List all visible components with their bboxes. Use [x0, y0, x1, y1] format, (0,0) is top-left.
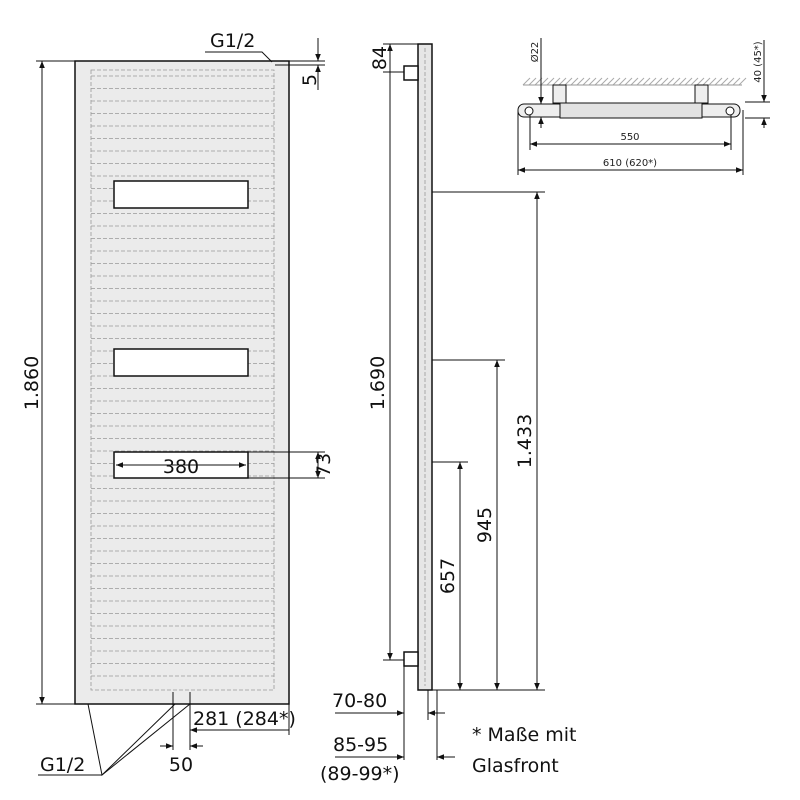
top-valve	[403, 65, 419, 81]
pipe-diameter-label: Ø22	[529, 42, 541, 63]
hatch-line	[720, 77, 729, 86]
hatch-line	[678, 77, 687, 86]
hatch-line	[606, 77, 615, 86]
total-width-label: 610 (620*)	[603, 158, 657, 169]
hatch-line	[558, 77, 567, 86]
plan-view: Ø22 40 (45*) 550 610 (620*)	[517, 38, 770, 175]
hatch-line	[564, 77, 573, 86]
hatch-line	[540, 77, 549, 86]
hatch-line	[648, 77, 657, 86]
radiator-body	[74, 60, 290, 705]
opening-width-label: 380	[163, 456, 199, 478]
hatch-line	[618, 77, 627, 86]
opening-2	[113, 348, 249, 377]
hatch-line	[660, 77, 669, 86]
connection-spacing-label: 50	[169, 754, 193, 776]
level-1-label: 1.433	[514, 414, 536, 468]
hatch-line	[528, 77, 537, 86]
top-offset-side-label: 84	[369, 46, 391, 70]
hatch-line	[690, 77, 699, 86]
connection-offset-label: 281 (284*)	[193, 708, 296, 730]
hatch-line	[666, 77, 675, 86]
hatch-line	[576, 77, 585, 86]
hatch-line	[588, 77, 597, 86]
hatch-line	[684, 77, 693, 86]
hatch-line	[696, 77, 705, 86]
depth-2-label: 85-95	[333, 734, 388, 756]
hatch-line	[636, 77, 645, 86]
hatch-line	[594, 77, 603, 86]
hatch-line	[708, 77, 717, 86]
hatch-line	[726, 77, 735, 86]
wall-distance-label: 40 (45*)	[753, 41, 764, 83]
inner-outline	[90, 69, 275, 691]
depth-1-label: 70-80	[332, 690, 387, 712]
footnote-line-2: Glasfront	[472, 755, 559, 777]
hatch-line	[612, 77, 621, 86]
front-view: 380 73 1.860 G1/2 5 50 281 (284*) G1/2	[21, 30, 335, 777]
hatch-line	[630, 77, 639, 86]
footnote-line-1: * Maße mit	[472, 724, 577, 746]
hatch-line	[714, 77, 723, 86]
hatch-line	[570, 77, 579, 86]
depth-2-glass-label: (89-99*)	[320, 763, 400, 785]
hatch-line	[624, 77, 633, 86]
hatch-line	[582, 77, 591, 86]
hatch-line	[732, 77, 741, 86]
hatch-line	[702, 77, 711, 86]
bottom-connection-label: G1/2	[40, 754, 85, 776]
hatch-line	[738, 77, 747, 86]
connection-width-label: 550	[620, 132, 639, 143]
hatch-line	[522, 77, 531, 86]
total-height-label: 1.860	[21, 356, 43, 410]
level-2-label: 945	[474, 507, 496, 543]
wall-hatch	[522, 77, 747, 86]
hatch-line	[642, 77, 651, 86]
bottom-valve	[403, 651, 419, 667]
opening-height-label: 73	[313, 453, 335, 477]
hatch-line	[546, 77, 555, 86]
hatch-line	[654, 77, 663, 86]
top-connection-label: G1/2	[210, 30, 255, 52]
hatch-line	[600, 77, 609, 86]
level-3-label: 657	[437, 558, 459, 594]
hatch-line	[552, 77, 561, 86]
side-view: 84 1.690 1.433 945 657 70-80 85-95 (89-9…	[320, 43, 577, 785]
hatch-line	[672, 77, 681, 86]
connection-height-label: 1.690	[367, 356, 389, 410]
top-offset-label: 5	[299, 74, 321, 86]
opening-1	[113, 180, 249, 209]
